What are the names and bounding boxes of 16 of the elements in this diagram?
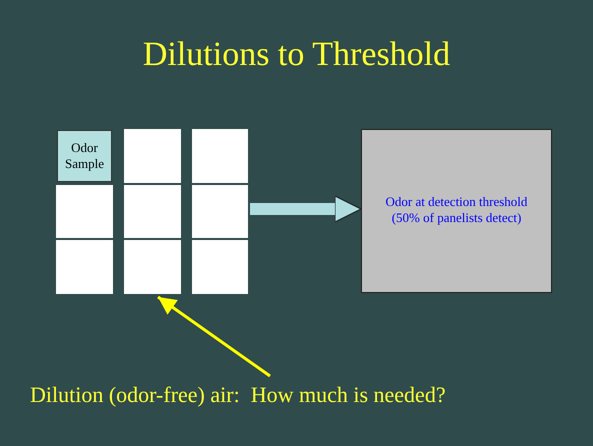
dilution-cell bbox=[124, 129, 181, 183]
box-label: Odor Sample bbox=[64, 140, 105, 172]
dilution-cell bbox=[56, 240, 113, 294]
sample-box bbox=[57, 130, 112, 182]
box-label: Odor at detection threshold (50% of panelists detect) bbox=[384, 194, 528, 226]
dilution-cell bbox=[192, 129, 248, 183]
dilution-cell bbox=[124, 240, 181, 294]
block-arrow bbox=[250, 195, 362, 223]
dilution-cell bbox=[192, 240, 248, 294]
dilution-cell bbox=[56, 185, 113, 238]
question-text: Dilution (odor-free) air: How much is needed? bbox=[30, 378, 570, 412]
dilution-cell bbox=[192, 185, 248, 238]
arrow bbox=[157, 296, 271, 378]
dilution-cell bbox=[124, 185, 181, 238]
slide-title: Dilutions to Threshold bbox=[142, 36, 452, 74]
threshold-box bbox=[361, 129, 552, 293]
